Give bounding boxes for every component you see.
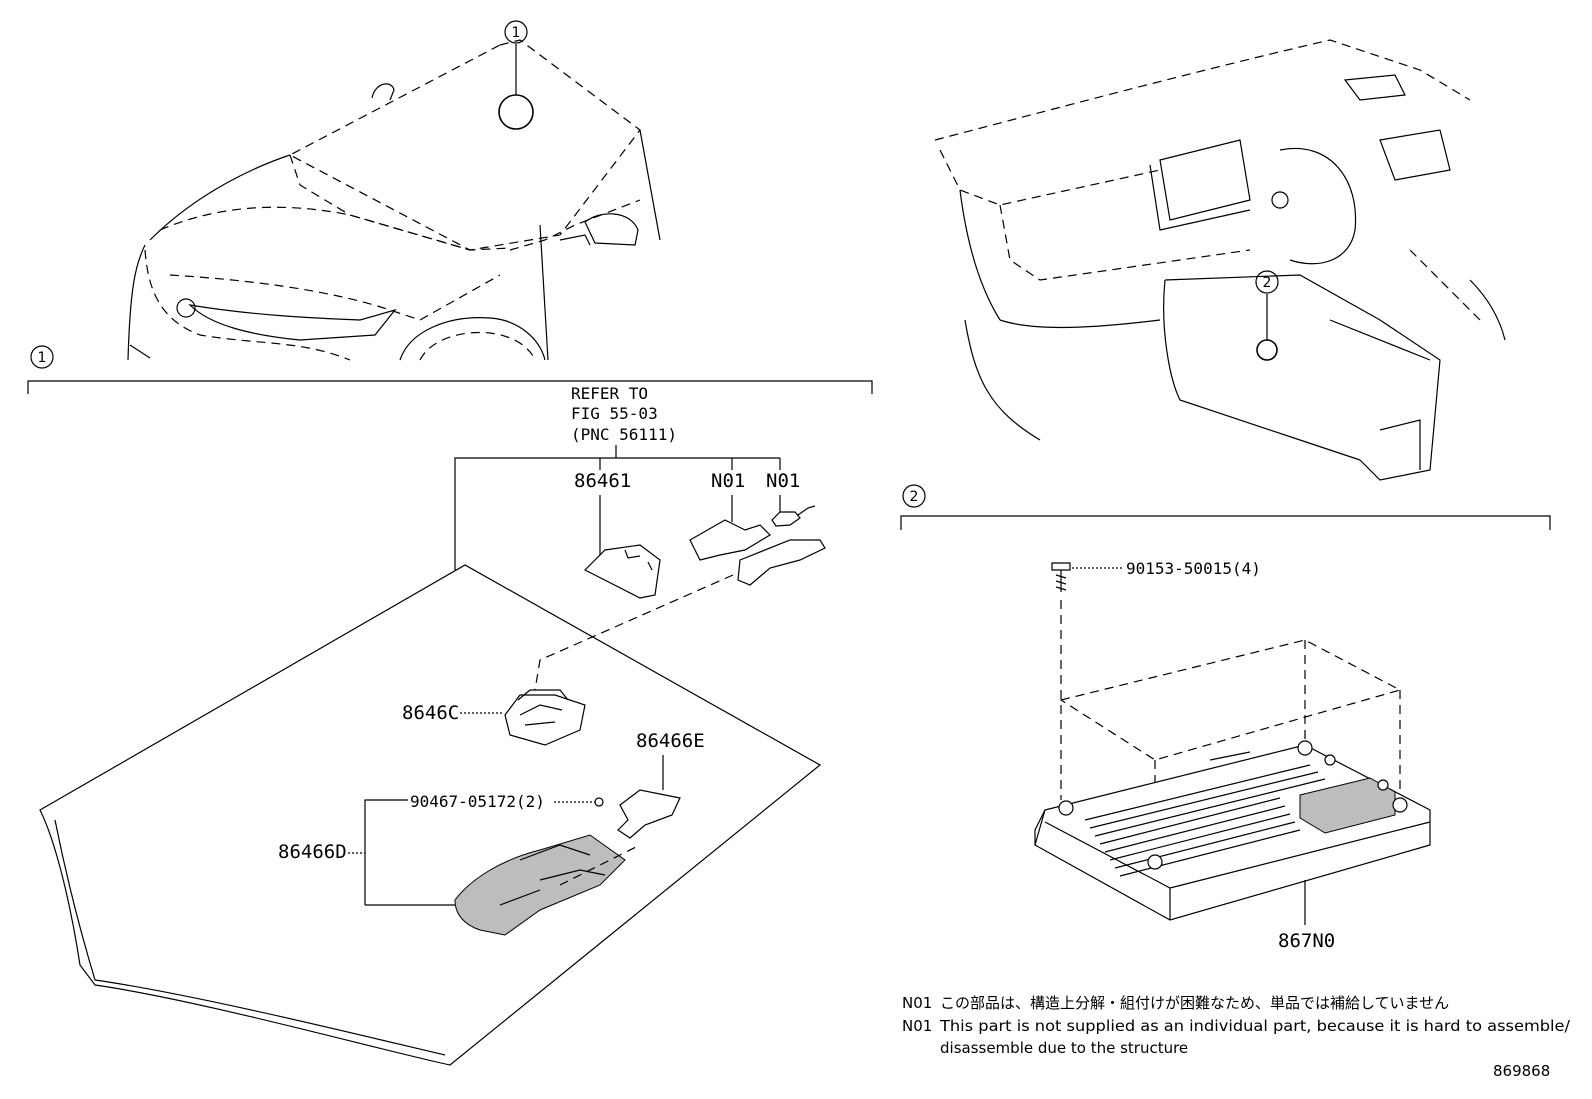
- dashboard-illustration: 2: [934, 39, 1506, 481]
- label-n01-a: N01: [711, 470, 745, 492]
- label-90153: 90153-50015(4): [1126, 559, 1261, 578]
- label-8646c: 8646C: [402, 702, 459, 724]
- part-86461: [583, 544, 661, 599]
- part-n01-plate: [737, 539, 826, 586]
- note-jp-code: N01: [902, 994, 932, 1012]
- part-90153-bolt: [1051, 562, 1071, 571]
- camera-location-marker: [498, 94, 534, 130]
- note-en-text-line1: This part is not supplied as an individu…: [939, 1017, 1571, 1035]
- part-86466e: [617, 789, 681, 839]
- callout-2-section: [902, 484, 926, 508]
- notes-block: N01 この部品は、構造上分解・組付けが困難なため、単品では補給していません N…: [902, 994, 1571, 1080]
- note-en-text-line2: disassemble due to the structure: [940, 1039, 1188, 1057]
- windshield-glass: [39, 564, 822, 1066]
- label-86461: 86461: [574, 470, 631, 492]
- label-86466e: 86466E: [636, 730, 705, 752]
- callout-1-section-number: 1: [38, 350, 47, 366]
- callout-2-section-number: 2: [910, 489, 919, 505]
- label-90467: 90467-05172(2): [410, 792, 545, 811]
- callout-1-section: [30, 345, 54, 369]
- part-8646c: [504, 694, 586, 746]
- figure-id: 869868: [1493, 1062, 1550, 1080]
- part-867n0-ecu: [1034, 744, 1431, 921]
- part-90467-clip: [594, 797, 604, 807]
- refer-to-line3: (PNC 56111): [571, 425, 677, 444]
- section-1-group: 1 REFER TO FIG 55-03 (PNC 56111) 86461 N…: [27, 345, 873, 1066]
- callout-1-top-number: 1: [512, 25, 521, 41]
- refer-to-line2: FIG 55-03: [571, 404, 658, 423]
- car-front-illustration: 1: [127, 20, 661, 361]
- section-2-group: 2 90153-50015(4) 867N0: [900, 484, 1551, 952]
- note-jp-text: この部品は、構造上分解・組付けが困難なため、単品では補給していません: [940, 994, 1449, 1012]
- label-86466d: 86466D: [278, 841, 347, 863]
- callout-2-top-number: 2: [1263, 275, 1272, 291]
- ecu-location-marker: [1256, 339, 1278, 361]
- callout-2-top: [1255, 270, 1279, 294]
- label-867n0: 867N0: [1278, 930, 1335, 952]
- callout-1-top: [504, 20, 528, 44]
- part-n01-bracket: [689, 519, 771, 561]
- refer-to-line1: REFER TO: [571, 384, 648, 403]
- label-n01-b: N01: [766, 470, 800, 492]
- note-en-code: N01: [902, 1017, 932, 1035]
- part-n01-connector: [771, 511, 801, 527]
- part-86466d: [454, 834, 626, 936]
